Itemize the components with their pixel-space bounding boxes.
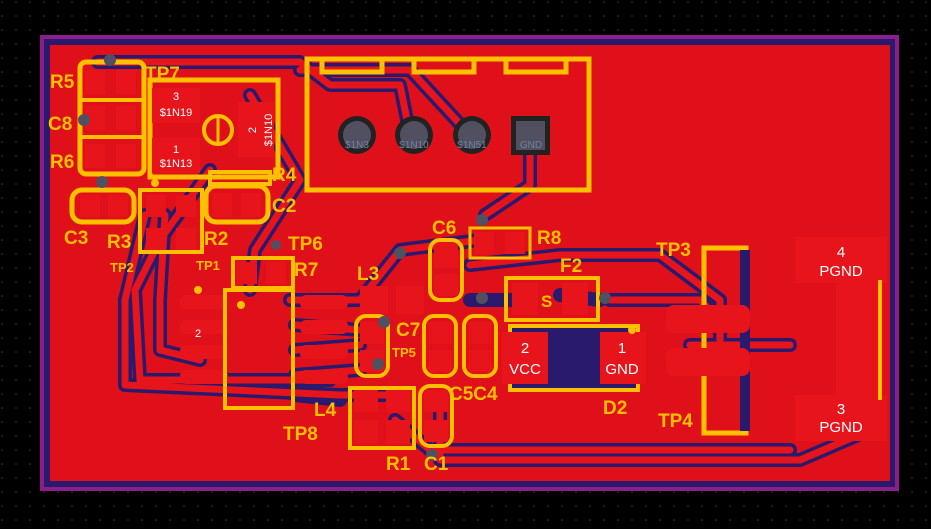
u1-pin1-net: $1N13 (160, 158, 192, 170)
bottom-cluster (348, 384, 454, 450)
j2-pin4-num: 4 (837, 244, 845, 261)
u1-pin3-num: 3 (173, 91, 179, 103)
center-cluster (354, 226, 532, 378)
d2-pin1-net: GND (605, 361, 639, 378)
via (78, 114, 90, 126)
vias (78, 54, 611, 461)
label-r5: R5 (50, 72, 75, 93)
f2-fuse: S (504, 276, 600, 322)
d2-pin2-num: 2 (521, 340, 529, 357)
connector-j2: 4 PGND 3 PGND (666, 237, 887, 441)
via (476, 292, 488, 304)
smd-pad (238, 102, 274, 157)
u1-pin3-net: $1N19 (160, 107, 192, 119)
label-d2: D2 (603, 398, 627, 419)
j2-pin3-net: PGND (819, 419, 863, 436)
via (104, 54, 116, 66)
label-r2: R2 (204, 229, 228, 250)
smd-pad (152, 88, 200, 123)
via (426, 449, 438, 461)
mounting-circle (202, 114, 234, 146)
via (271, 240, 281, 250)
label-l3: L3 (357, 264, 379, 285)
label-r7: R7 (294, 260, 318, 281)
via (476, 214, 488, 226)
d2-pin2-net: VCC (509, 361, 541, 378)
d2-pin1-num: 1 (618, 340, 626, 357)
label-tp7: TP7 (145, 64, 180, 85)
label-c6: C6 (432, 218, 456, 239)
u1-pin1-num: 1 (173, 144, 179, 156)
label-tp4: TP4 (658, 411, 693, 432)
label-c2: C2 (272, 196, 296, 217)
j2-pin4-net: PGND (819, 263, 863, 280)
u1-pin2-net: $1N10 (263, 114, 275, 146)
label-tp2: TP2 (110, 260, 134, 275)
smd-pad (152, 138, 200, 173)
label-tp1: TP1 (196, 258, 220, 273)
u1-pin2-num: 2 (247, 127, 259, 133)
via (599, 292, 611, 304)
label-l4: L4 (314, 400, 337, 421)
silkscreen-labels: R5 C8 R6 TP7 R4 C2 C3 R3 R2 TP2 TP1 TP6 … (48, 64, 693, 475)
via (372, 358, 384, 370)
j1-hole3-net: $1N51 (457, 140, 487, 151)
label-tp5: TP5 (392, 345, 416, 360)
label-r8: R8 (537, 228, 561, 249)
label-c3: C3 (64, 228, 88, 249)
via (394, 247, 406, 259)
u1-sot23: 3 $1N19 1 $1N13 2 $1N10 (147, 77, 281, 187)
label-r1: R1 (386, 454, 411, 475)
label-r3: R3 (107, 232, 131, 253)
label-c7: C7 (396, 320, 420, 341)
via (378, 316, 390, 328)
ic-soic8: 2 (180, 256, 348, 410)
f2-polarity-mark: S (541, 292, 552, 311)
label-r6: R6 (50, 152, 74, 173)
label-tp6: TP6 (288, 234, 323, 255)
label-r4: R4 (272, 165, 297, 186)
label-tp8: TP8 (283, 424, 318, 445)
label-c8: C8 (48, 114, 72, 135)
j1-hole2-net: $1N10 (399, 140, 429, 151)
label-f2: F2 (560, 256, 582, 277)
d2-diode: 2 VCC 1 GND (502, 324, 646, 392)
connector-j1: $1N3 $1N10 $1N51 GND (304, 56, 592, 193)
ic-pin2-num: 2 (195, 328, 201, 340)
c3-r3-r2-c2-row (69, 170, 272, 254)
via (96, 176, 108, 188)
j2-pin3-num: 3 (837, 401, 845, 418)
j1-hole1-net: $1N3 (345, 140, 369, 151)
j1-hole4-net: GND (520, 140, 542, 151)
label-c5c4: C5C4 (449, 384, 498, 405)
label-c1: C1 (424, 454, 449, 475)
label-tp3: TP3 (656, 240, 691, 261)
